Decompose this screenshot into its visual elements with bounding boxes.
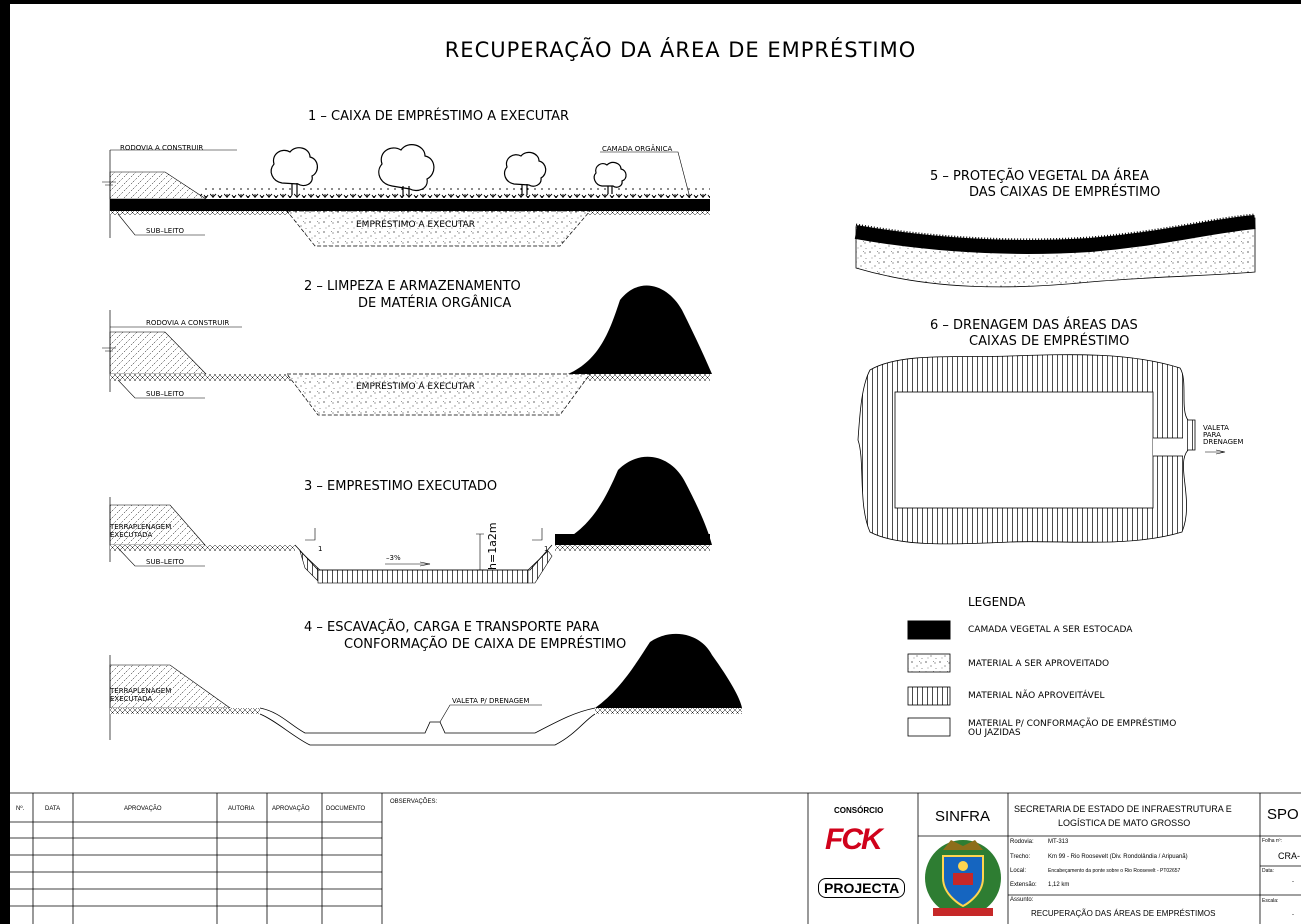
section-5-drawing — [854, 213, 1256, 288]
label-executada-4: EXECUTADA — [110, 695, 153, 703]
folha-value: CRA- — [1278, 851, 1300, 861]
escala-label: Escala: — [1262, 898, 1279, 904]
label-emprestimo-2: EMPRÉSTIMO A EXECUTAR — [356, 382, 476, 392]
consorcio-label: CONSÓRCIO — [834, 806, 884, 815]
legend-item-aproveitado: MATERIAL A SER APROVEITADO — [968, 659, 1110, 669]
label-para: PARA — [1203, 431, 1221, 439]
section-6-title-line-2: CAIXAS DE EMPRÉSTIMO — [969, 334, 1130, 349]
section-6-title: 6 – DRENAGEM DAS ÁREAS DAS — [930, 318, 1138, 333]
section-2-drawing — [102, 285, 712, 416]
secretaria-line-1: SECRETARIA DE ESTADO DE INFRAESTRUTURA E — [1014, 804, 1232, 814]
section-3-title: 3 – EMPRESTIMO EXECUTADO — [304, 479, 498, 494]
header-aprovacao-2: APROVAÇÃO — [272, 806, 310, 812]
section-2-title: 2 – LIMPEZA E ARMAZENAMENTO — [304, 279, 521, 294]
coat-of-arms — [925, 840, 1001, 916]
label-slope-left: 1 — [318, 545, 323, 553]
assunto-label: Assunto: — [1010, 897, 1034, 903]
label-emprestimo-1: EMPRÉSTIMO A EXECUTAR — [356, 220, 476, 230]
header-documento: DOCUMENTO — [326, 806, 366, 812]
escala-value: - — [1292, 912, 1294, 918]
label-height: h=1a2m — [486, 522, 499, 570]
extensao-value: 1,12 km — [1048, 882, 1070, 888]
label-grade: –3% — [386, 554, 401, 562]
section-5-title-line-2: DAS CAIXAS DE EMPRÉSTIMO — [969, 185, 1161, 200]
section-2-title-line-2: DE MATÉRIA ORGÂNICA — [358, 296, 512, 311]
section-4-title: 4 – ESCAVAÇÃO, CARGA E TRANSPORTE PARA — [304, 620, 600, 635]
label-sub-leito-1: SUB–LEITO — [146, 227, 185, 235]
projecta-logo: PROJECTA — [818, 878, 906, 898]
legend-swatches — [907, 620, 951, 737]
rodovia-value: MT-313 — [1048, 839, 1069, 845]
header-aprovacao-1: APROVAÇÃO — [124, 806, 162, 812]
data-value: - — [1292, 879, 1294, 885]
drawing-title: RECUPERAÇÃO DA ÁREA DE EMPRÉSTIMO — [444, 38, 917, 62]
legend-title: LEGENDA — [968, 595, 1026, 609]
label-sub-leito-2: SUB–LEITO — [146, 390, 185, 398]
section-4-drawing — [109, 633, 742, 746]
label-terraplenagem-3: TERRAPLENAGEM — [110, 523, 172, 531]
label-valeta-drenagem: VALETA P/ DRENAGEM — [452, 697, 530, 705]
label-sub-leito-3: SUB–LEITO — [146, 558, 185, 566]
folha-label: Folha nº: — [1262, 838, 1282, 844]
label-terraplenagem-4: TERRAPLENAGEM — [110, 687, 172, 695]
label-valeta: VALETA — [1203, 424, 1229, 432]
section-1-title: 1 – CAIXA DE EMPRÉSTIMO A EXECUTAR — [308, 109, 570, 124]
legend-item-conformacao: MATERIAL P/ CONFORMAÇÃO DE EMPRÉSTIMO — [968, 719, 1177, 729]
label-drenagem: DRENAGEM — [1203, 438, 1244, 446]
legend-item-camada: CAMADA VEGETAL A SER ESTOCADA — [968, 625, 1133, 635]
label-rodovia-1: RODOVIA A CONSTRUIR — [120, 144, 204, 152]
label-camada-organica: CAMADA ORGÂNICA — [602, 145, 673, 153]
section-5-title: 5 – PROTEÇÃO VEGETAL DA ÁREA — [930, 169, 1149, 184]
legend-item-jazidas: OU JAZIDAS — [968, 728, 1021, 738]
observacoes-label: OBSERVAÇÕES: — [390, 799, 438, 805]
label-rodovia-2: RODOVIA A CONSTRUIR — [146, 319, 230, 327]
section-1-drawing — [102, 144, 710, 247]
extensao-label: Extensão: — [1010, 882, 1037, 888]
fck-logo: FCK — [825, 823, 883, 856]
secretaria-line-2: LOGÍSTICA DE MATO GROSSO — [1058, 818, 1191, 828]
data-label: Data: — [1262, 868, 1274, 874]
assunto-value: RECUPERAÇÃO DAS ÁREAS DE EMPRÉSTIMOS — [1031, 909, 1216, 918]
sinfra-label: SINFRA — [935, 808, 991, 825]
trecho-label: Trecho: — [1010, 854, 1031, 860]
section-4-title-line-2: CONFORMAÇÃO DE CAIXA DE EMPRÉSTIMO — [344, 637, 627, 652]
local-label: Local: — [1010, 868, 1027, 874]
header-data: DATA — [45, 806, 61, 812]
spo-label: SPO — [1267, 806, 1299, 823]
trecho-value: Km 99 - Rio Roosevelt (Div. Rondolândia … — [1048, 854, 1188, 860]
header-numero: Nº. — [16, 806, 25, 812]
section-6-drawing — [857, 354, 1226, 545]
local-value: Encabeçamento da ponte sobre o Rio Roose… — [1048, 868, 1181, 874]
rodovia-label: Rodovia: — [1010, 839, 1034, 845]
section-3-drawing — [109, 456, 712, 584]
header-autoria: AUTORIA — [228, 806, 255, 812]
label-executada-3: EXECUTADA — [110, 531, 153, 539]
label-slope-right: 1 — [544, 545, 549, 553]
legend-item-nao-aproveitavel: MATERIAL NÃO APROVEITÁVEL — [968, 691, 1105, 701]
title-block-grid — [10, 792, 1301, 924]
